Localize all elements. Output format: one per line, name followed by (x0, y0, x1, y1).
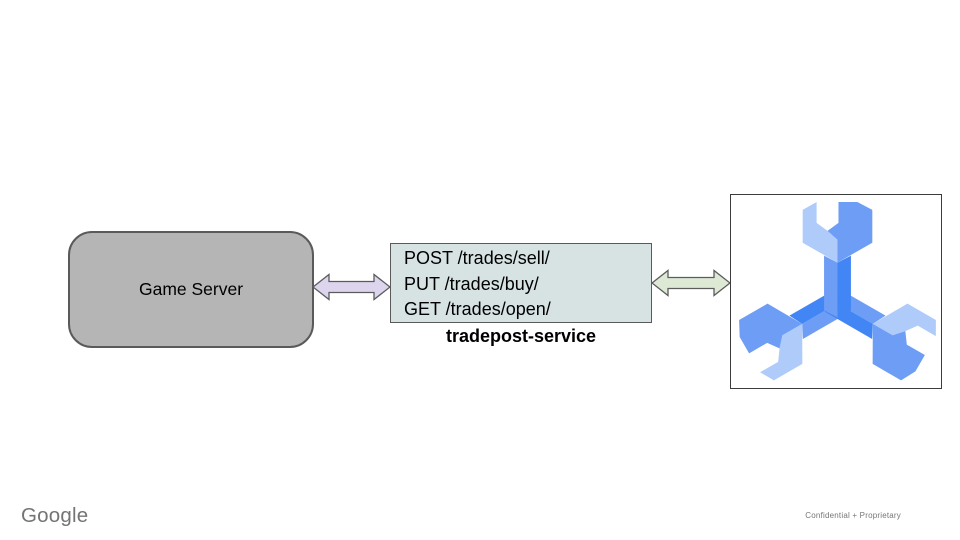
service-endpoints-box: POST /trades/sell/ PUT /trades/buy/ GET … (390, 243, 652, 323)
open-match-logo-box (730, 194, 942, 389)
game-server-label: Game Server (138, 279, 244, 299)
endpoint-line: GET /trades/open/ (404, 299, 551, 319)
open-match-logo (732, 201, 941, 385)
arrow-left-shape (312, 273, 391, 301)
endpoint-line: PUT /trades/buy/ (404, 273, 539, 294)
arrow-right-shape (651, 269, 731, 297)
service-name-label: tradepost-service (445, 326, 597, 346)
bidirectional-arrow-left (312, 273, 391, 301)
endpoint-line: POST /trades/sell/ (404, 248, 550, 268)
logo-arm-top (802, 201, 873, 318)
confidentiality-notice: Confidential + Proprietary (805, 511, 901, 520)
google-logo: Google (21, 504, 89, 527)
bidirectional-arrow-right (651, 269, 731, 297)
game-server-box: Game Server (68, 231, 314, 348)
